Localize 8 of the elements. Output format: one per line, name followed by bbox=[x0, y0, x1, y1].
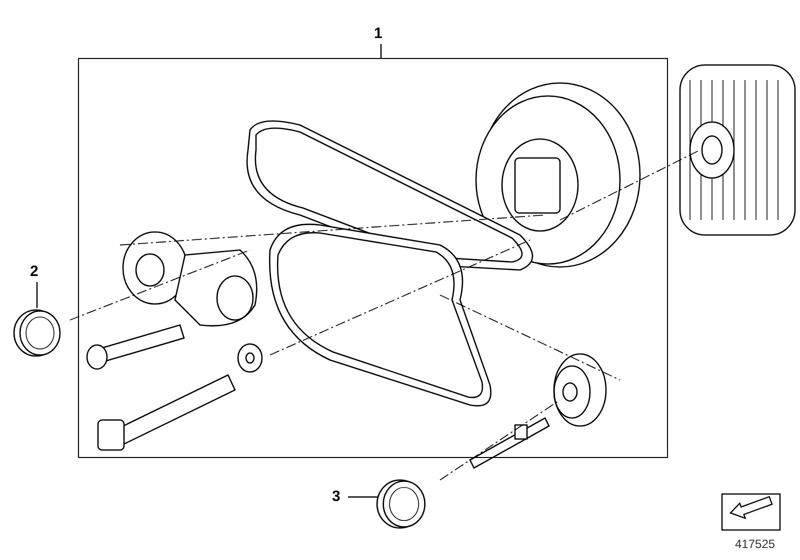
callout-number: 1 bbox=[374, 26, 388, 42]
leader-line bbox=[36, 282, 38, 308]
leader-line bbox=[348, 496, 378, 498]
assembly-frame bbox=[78, 58, 668, 458]
leader-line bbox=[380, 44, 382, 58]
callout-number: 2 bbox=[30, 264, 44, 280]
part-number: 417525 bbox=[735, 537, 776, 551]
callout-number: 3 bbox=[332, 489, 346, 505]
